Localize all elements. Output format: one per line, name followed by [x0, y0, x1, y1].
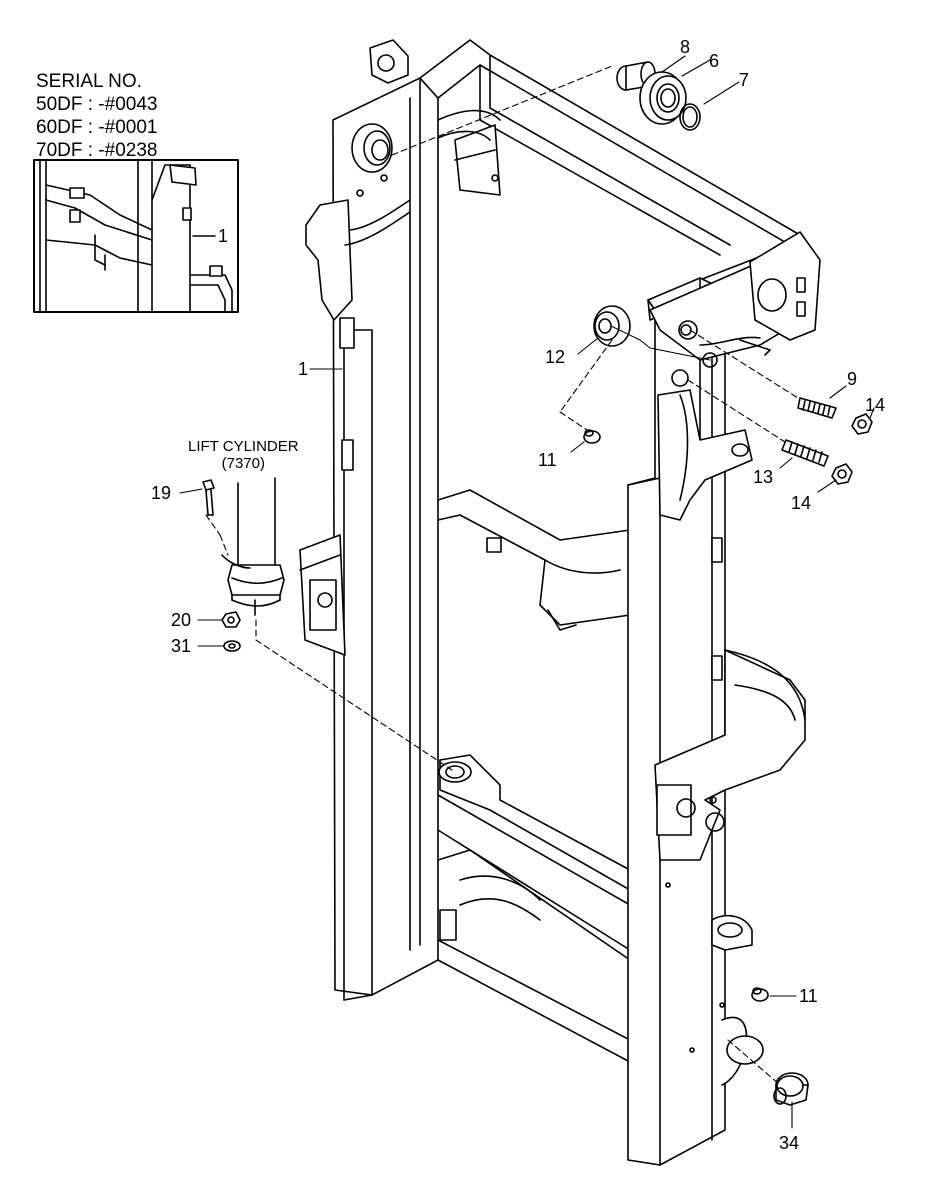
- callout-14-lower: 14: [791, 493, 812, 513]
- leader-lines: [179, 55, 875, 1129]
- callout-14-upper: 14: [865, 395, 886, 415]
- right-lower-hook: [654, 649, 806, 861]
- part-31-washer: [223, 640, 241, 652]
- callout-11-lower: 11: [799, 986, 818, 1006]
- callout-11-upper: 11: [538, 450, 557, 470]
- part-14-nut-lower: [831, 463, 853, 485]
- part-7-snap-ring: [679, 103, 701, 131]
- lift-cylinder-title: LIFT CYLINDER: [188, 438, 299, 455]
- lower-cross-member: [438, 754, 631, 891]
- top-cross-beam: [419, 39, 801, 321]
- callout-31: 31: [171, 636, 192, 656]
- callout-19: 19: [151, 483, 172, 503]
- inset-detail: [33, 159, 239, 313]
- left-lower-bracket: [299, 534, 346, 656]
- part-14-nut-upper: [851, 413, 873, 435]
- callout-6: 6: [709, 51, 720, 71]
- part-6-bearing: [639, 71, 687, 125]
- part-11-nipple-lower: [751, 987, 769, 1002]
- lift-cylinder-label: LIFT CYLINDER (7370): [188, 438, 299, 472]
- serial-number-block: SERIAL NO. 50DF : -#0043 60DF : -#0001 7…: [36, 70, 157, 162]
- part-34-bushing: [773, 1072, 809, 1106]
- lift-cylinder-ref: (7370): [221, 455, 265, 472]
- callout-12: 12: [545, 347, 566, 367]
- serial-row-50df: 50DF : -#0043: [36, 94, 158, 115]
- lift-cylinder: [221, 477, 285, 616]
- part-11-nipple-upper: [583, 429, 601, 444]
- callout-7: 7: [739, 70, 750, 90]
- part-19-bolt: [202, 479, 215, 516]
- right-top-bracket: [649, 231, 821, 387]
- part-13-stud: [781, 439, 829, 467]
- serial-heading: SERIAL NO.: [36, 71, 142, 92]
- assembly-lines: [205, 65, 799, 1086]
- callout-9: 9: [847, 369, 858, 389]
- outer-mast-left-rail: [305, 39, 439, 1001]
- part-9-stud: [797, 397, 837, 419]
- right-bottom-boss: [711, 914, 764, 1086]
- serial-row-60df: 60DF : -#0001: [36, 117, 158, 138]
- callout-20: 20: [171, 610, 192, 630]
- callout-34: 34: [779, 1133, 800, 1153]
- callout-8: 8: [680, 37, 691, 57]
- part-12-roller: [593, 305, 631, 347]
- right-mid-wedge: [657, 389, 753, 521]
- callout-1: 1: [298, 359, 309, 379]
- inset-callout-1: 1: [218, 226, 229, 246]
- serial-row-70df: 70DF : -#0238: [36, 140, 158, 161]
- part-20-nut: [221, 611, 241, 628]
- callout-13: 13: [753, 467, 774, 487]
